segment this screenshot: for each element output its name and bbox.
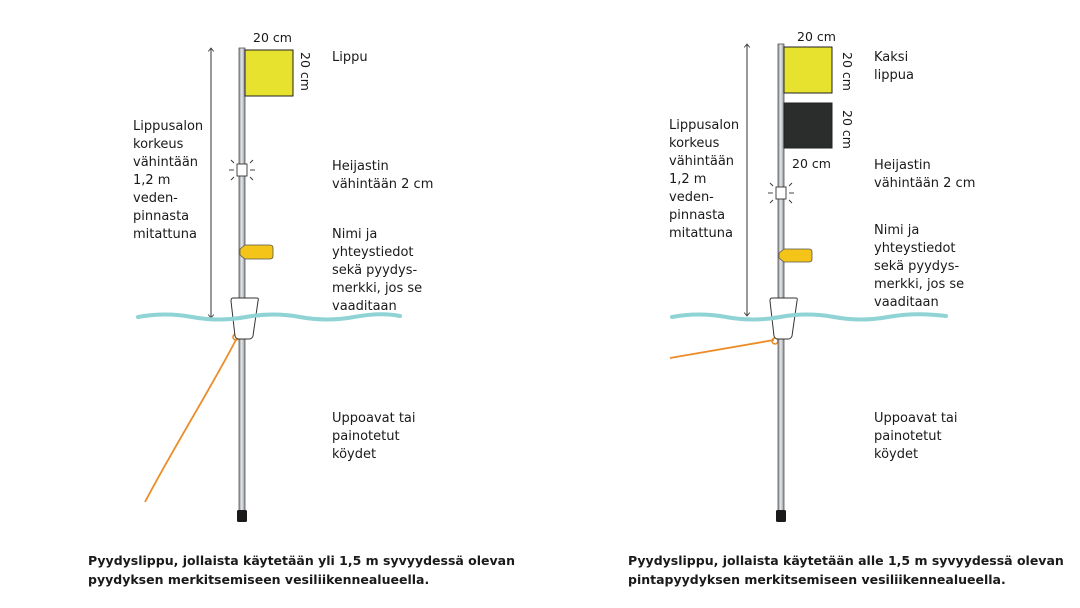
left-flag-width-label: 20 cm	[253, 30, 292, 45]
left-name-tag	[239, 244, 274, 260]
right-weight	[776, 510, 786, 522]
right-flag-yellow	[783, 46, 833, 94]
right-water	[670, 312, 948, 322]
left-flag-label: Lippu	[332, 50, 368, 65]
right-flag-bottom-height-label: 20 cm	[840, 110, 855, 149]
left-rope-label: Uppoavat tai painotetut köydet	[332, 411, 416, 462]
right-reflector	[768, 182, 794, 204]
left-pole	[238, 47, 246, 514]
right-flag-top-height-label: 20 cm	[840, 52, 855, 91]
right-height-label: Lippusalon korkeus vähintään 1,2 m veden…	[669, 118, 740, 241]
right-tag-label: Nimi ja yhteystiedot sekä pyydys- merkki…	[874, 223, 965, 310]
right-rope	[669, 339, 775, 359]
left-water	[136, 312, 402, 322]
right-name-tag	[778, 248, 813, 263]
left-rope	[144, 335, 239, 503]
right-pole	[777, 43, 785, 515]
left-reflector	[229, 159, 255, 181]
left-reflector-label: Heijastin vähintään 2 cm	[332, 159, 434, 192]
right-flag-label: Kaksi lippua	[874, 50, 914, 83]
left-tag-label: Nimi ja yhteystiedot sekä pyydys- merkki…	[332, 227, 423, 314]
right-caption: Pyydyslippu, jollaista käytetään alle 1,…	[628, 553, 1064, 587]
right-flag-black	[783, 102, 833, 149]
left-weight	[237, 510, 247, 522]
right-reflector-label: Heijastin vähintään 2 cm	[874, 158, 976, 191]
right-flag-bottom-width-label: 20 cm	[792, 156, 831, 171]
left-caption: Pyydyslippu, jollaista käytetään yli 1,5…	[88, 553, 516, 587]
left-flag-height-label: 20 cm	[298, 52, 313, 91]
left-diagram	[136, 47, 402, 522]
right-diagram	[669, 43, 948, 522]
right-rope-label: Uppoavat tai painotetut köydet	[874, 411, 958, 462]
left-flag	[244, 49, 294, 97]
right-flag-top-width-label: 20 cm	[797, 29, 836, 44]
left-height-label: Lippusalon korkeus vähintään 1,2 m veden…	[133, 119, 204, 242]
right-float	[769, 297, 798, 340]
